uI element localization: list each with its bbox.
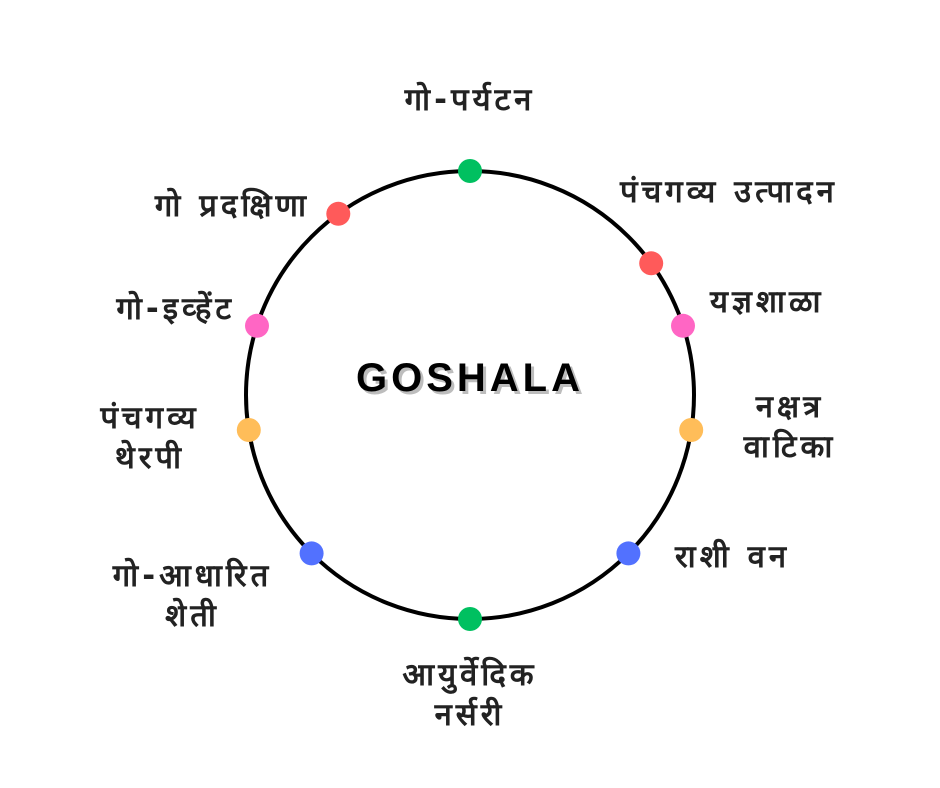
node-dot bbox=[299, 541, 324, 566]
node-label-line: गो प्रदक्षिणा bbox=[154, 188, 310, 224]
node-dots bbox=[236, 159, 704, 631]
node-label-line: गो-इव्हेंट bbox=[116, 291, 235, 327]
node-dot bbox=[671, 313, 695, 338]
node-label-line: नक्षत्र bbox=[755, 389, 825, 425]
node-dot bbox=[326, 201, 351, 226]
node-label: पंचगव्य उत्पादन bbox=[620, 172, 920, 212]
node-label: आयुर्वेदिक नर्सरी bbox=[335, 655, 605, 735]
node-label: गो-इव्हेंट bbox=[20, 289, 235, 329]
node-dot bbox=[245, 313, 269, 338]
node-label: गो-आधारित शेती bbox=[50, 556, 335, 636]
node-label: नक्षत्र वाटिका bbox=[700, 387, 880, 467]
node-dot bbox=[458, 607, 482, 631]
node-label: गो प्रदक्षिणा bbox=[20, 186, 310, 226]
node-label-line: शेती bbox=[165, 598, 220, 634]
node-dot bbox=[616, 541, 641, 566]
node-dot bbox=[639, 251, 664, 276]
node-label: यज्ञशाळा bbox=[710, 282, 890, 322]
node-dot bbox=[458, 159, 482, 183]
node-label: गो-पर्यटन bbox=[320, 80, 620, 120]
node-label-line: गो-आधारित bbox=[112, 558, 273, 594]
node-label-line: आयुर्वेदिक bbox=[402, 657, 538, 693]
node-label-line: गो-पर्यटन bbox=[404, 82, 536, 118]
node-label-line: यज्ञशाळा bbox=[710, 284, 825, 320]
node-label-line: नर्सरी bbox=[434, 697, 506, 733]
node-dot bbox=[236, 418, 261, 442]
node-dot bbox=[679, 418, 704, 442]
center-title: GOSHALA bbox=[356, 356, 584, 400]
node-label-line: पंचगव्य उत्पादन bbox=[620, 174, 838, 210]
node-label: पंचगव्य थेरपी bbox=[55, 398, 245, 478]
node-label-line: पंचगव्य bbox=[100, 400, 200, 436]
node-label-line: राशी वन bbox=[675, 539, 791, 575]
node-label: राशी वन bbox=[675, 537, 875, 577]
node-label-line: वाटिका bbox=[743, 429, 837, 465]
node-label-line: थेरपी bbox=[114, 440, 186, 476]
